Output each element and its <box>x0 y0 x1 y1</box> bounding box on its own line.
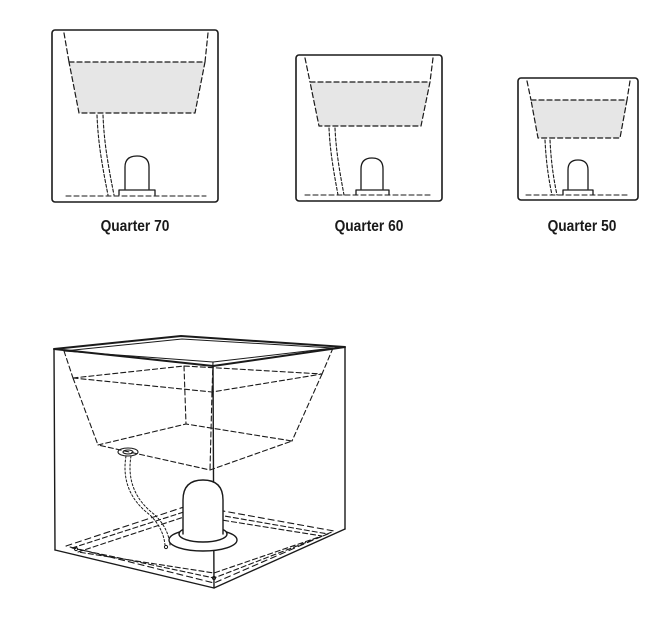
quarter-50-drain-tube <box>544 139 558 196</box>
quarter-50-pump <box>562 159 594 196</box>
basin-drain <box>117 447 139 457</box>
quarter-70-basin <box>68 61 206 114</box>
quarter-70-pump <box>118 155 156 196</box>
quarter-60-basin <box>309 81 431 127</box>
quarter-50-inner-liner <box>526 80 631 101</box>
floor-hidden-lines <box>65 504 335 584</box>
quarter-60-label: Quarter 60 <box>334 218 404 235</box>
quarter-50-label: Quarter 50 <box>547 218 617 235</box>
quarter-60-pump <box>355 157 390 196</box>
quarter-50-basin <box>530 99 628 139</box>
isometric-view <box>53 335 346 589</box>
cube-outline <box>53 335 346 589</box>
quarter-70-label: Quarter 70 <box>100 218 170 235</box>
quarter-60-inner-liner <box>304 57 434 83</box>
drain-tube <box>124 455 171 546</box>
quarter-60-outline <box>295 54 443 202</box>
quarter-50-section <box>517 77 639 201</box>
quarter-60-drain-tube <box>328 127 345 196</box>
quarter-70-outline <box>51 29 219 203</box>
isometric-pump <box>168 479 238 552</box>
quarter-70-inner-liner <box>63 32 209 63</box>
floor-markers <box>73 544 217 581</box>
quarter-60-section <box>295 54 443 202</box>
basin-hidden-lines <box>63 347 334 471</box>
quarter-50-outline <box>517 77 639 201</box>
quarter-70-section <box>51 29 219 203</box>
quarter-70-drain-tube <box>96 114 115 196</box>
